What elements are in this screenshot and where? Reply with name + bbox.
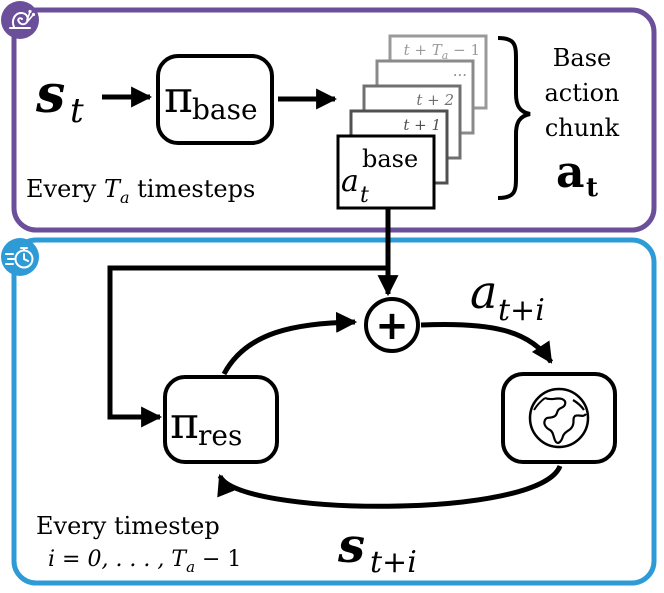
- arrow-base-action-to-residual-policy: [107, 265, 388, 428]
- bottom-period-line2-suffix: − 1: [195, 547, 241, 572]
- base-policy-subscript: base: [192, 93, 258, 126]
- top-panel: [11, 7, 657, 233]
- arrow-environment-to-residual-policy: [217, 464, 563, 509]
- sum-node: +: [364, 297, 420, 353]
- top-period-subscript: a: [120, 188, 130, 207]
- bottom-period-line2-subscript: a: [186, 558, 195, 576]
- environment-block: [501, 372, 617, 464]
- bottom-period-line2: i = 0, . . . , Ta − 1: [48, 547, 241, 576]
- base-policy-symbol: π: [164, 72, 193, 123]
- fast-timer-icon: [1, 238, 39, 276]
- arrow-sum-to-environment: [420, 321, 554, 364]
- action-frame-label: ···: [453, 66, 467, 84]
- action-frame-label: t + 1: [403, 116, 441, 134]
- chunk-brace: [497, 36, 531, 200]
- state-label: s t: [35, 64, 84, 131]
- next-state-label: s t+i: [337, 518, 417, 580]
- chunk-label-line3: chunk: [545, 114, 620, 142]
- chunk-symbol: a: [556, 147, 585, 198]
- bottom-period-line2-prefix: i = 0, . . . , T: [48, 547, 188, 572]
- state-subscript: t: [70, 91, 84, 131]
- snail-icon: [1, 1, 39, 39]
- front-action-superscript: base: [362, 145, 418, 173]
- top-period-symbol: T: [104, 175, 122, 203]
- top-period-suffix: timesteps: [130, 175, 256, 203]
- state-symbol: s: [35, 64, 65, 125]
- top-period-prefix: Every: [26, 175, 104, 203]
- chunk-label-line2: action: [545, 79, 620, 107]
- front-action-subscript: t: [360, 183, 369, 208]
- residual-policy-subscript: res: [198, 419, 242, 452]
- action-symbol: a: [470, 265, 497, 319]
- globe-icon: [528, 387, 590, 449]
- action-frame-label: t + Ta − 1: [404, 41, 480, 62]
- top-period-label: Every Ta timesteps: [26, 175, 255, 207]
- chunk-label-line1: Base: [553, 44, 611, 72]
- sum-symbol: +: [375, 303, 409, 349]
- bottom-period-line1: Every timestep: [36, 512, 220, 540]
- next-state-symbol: s: [337, 518, 365, 574]
- base-action-chunk-label: Base action chunk a t: [545, 44, 620, 203]
- residual-policy-symbol: π: [170, 398, 199, 449]
- front-action-symbol: a: [341, 164, 359, 199]
- base-policy-block: π base: [156, 54, 274, 145]
- front-action-frame: a base t: [336, 134, 436, 210]
- chunk-subscript: t: [586, 173, 598, 203]
- arrow-residual-policy-to-sum: [221, 311, 358, 376]
- action-frame-label: t + 2: [416, 91, 454, 109]
- action-label: a t+i: [470, 265, 545, 328]
- residual-policy-block: π res: [163, 375, 279, 464]
- action-subscript: t+i: [498, 293, 545, 328]
- next-state-subscript: t+i: [370, 545, 417, 580]
- bottom-panel: [11, 237, 657, 586]
